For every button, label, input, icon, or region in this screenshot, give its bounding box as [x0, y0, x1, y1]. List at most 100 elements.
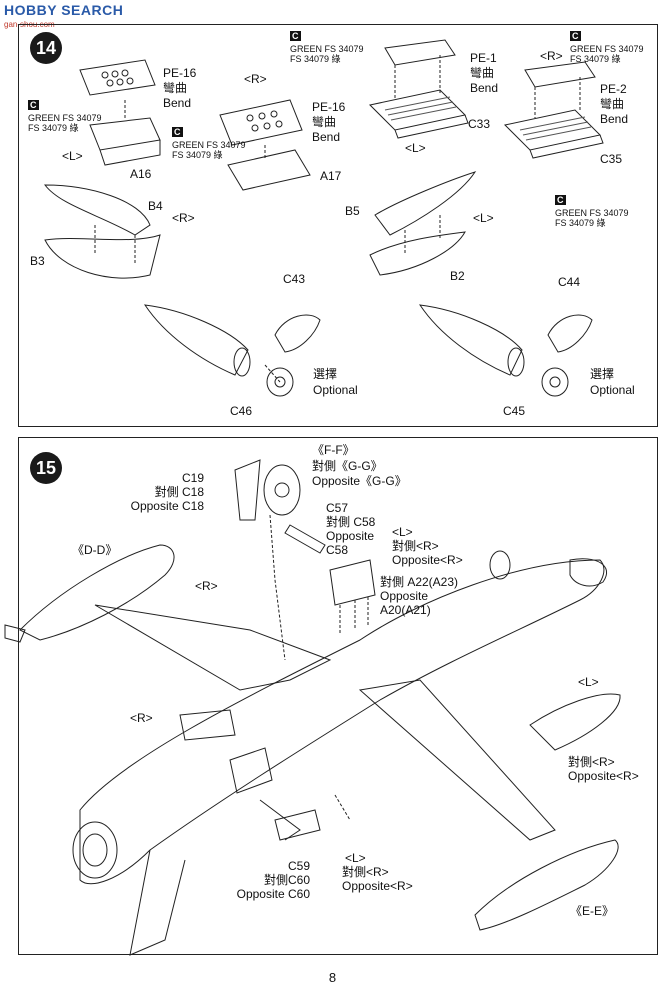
- tank-half-b3: [44, 234, 161, 279]
- callout-ee: 《E-E》: [570, 904, 615, 918]
- gear-door-c19: [234, 459, 261, 521]
- paint-name: GREEN FS 34079: [570, 44, 644, 54]
- callout-dd: 《D-D》: [72, 543, 118, 557]
- step14-number: 14: [30, 32, 62, 64]
- callout-ff-opp-en: Opposite《G-G》: [312, 474, 407, 488]
- tank-half-b2: [369, 231, 466, 276]
- cowl-right: [418, 304, 523, 376]
- pe16-plate-mid: [219, 99, 303, 146]
- main-wheel-ff: [263, 464, 301, 516]
- fuselage: [79, 559, 605, 885]
- wing-right: [358, 679, 556, 841]
- pe16-plate-left: [79, 59, 156, 96]
- nose-wheel: [489, 550, 511, 580]
- pe1-strip: [384, 39, 456, 66]
- part-c46: C46: [230, 404, 253, 418]
- right-mark-3: <R>: [172, 211, 195, 225]
- part-c59: C59: [287, 859, 310, 873]
- pe16-top-en: Bend: [163, 96, 192, 110]
- spinner-c43: [274, 314, 321, 353]
- step15-panel: [18, 437, 658, 955]
- callout-ff: 《F-F》: [312, 443, 355, 457]
- part-c45: C45: [503, 404, 526, 418]
- right-mark-1: <R>: [244, 72, 267, 86]
- tank-l-mark: <L>: [578, 675, 599, 689]
- part-b4: B4: [148, 199, 163, 213]
- part-a17: A17: [320, 169, 342, 183]
- paint-callout-top-left: C GREEN FS 34079 FS 34079 綠: [28, 95, 102, 133]
- spinner-c44: [547, 314, 593, 353]
- pe16-top-zh: 彎曲: [163, 81, 188, 95]
- part-c18-opp-en: Opposite C18: [130, 499, 204, 513]
- part-a20: A20(A21): [380, 603, 431, 617]
- tank-half-b4: [43, 184, 151, 236]
- tank-opp-en: Opposite<R>: [568, 769, 639, 783]
- strut-c57: [284, 524, 326, 554]
- part-c43: C43: [283, 272, 306, 286]
- part-c44: C44: [558, 275, 581, 289]
- tank-half-b5: [374, 171, 477, 236]
- part-c60-opp: 對側C60: [263, 873, 310, 887]
- part-c33: C33: [468, 117, 491, 131]
- left-mark-3: <L>: [473, 211, 494, 225]
- part-c58-opp-en: Opposite: [326, 529, 375, 543]
- left-mark-1: <L>: [62, 149, 83, 163]
- pe16-mid-zh: 彎曲: [312, 115, 337, 129]
- step15-number: 15: [30, 452, 62, 484]
- grille-panel-left: [179, 709, 236, 741]
- tail-plane: [259, 799, 301, 841]
- optional-right-en: Optional: [590, 383, 635, 397]
- wing-tank-left: [19, 544, 175, 641]
- paint-callout-mid: C GREEN FS 34079 FS 34079 綠: [172, 122, 246, 160]
- panel-l-opp-en: Opposite<R>: [392, 553, 463, 567]
- paint-code-box: C: [28, 100, 39, 110]
- radiator-c35: [503, 109, 602, 151]
- paint-name: GREEN FS 34079: [555, 208, 629, 218]
- right-mark-2: <R>: [540, 49, 563, 63]
- paint-alt: FS 34079 綠: [28, 123, 79, 133]
- part-c18-opp: 對側 C18: [154, 485, 204, 499]
- nose-spinner: [569, 558, 608, 587]
- grille-panel-center: [229, 747, 273, 794]
- left-r-mark: <R>: [130, 711, 153, 725]
- instrument-panel-a17: [227, 149, 311, 191]
- pe1-en: Bend: [470, 81, 499, 95]
- tank-opp-zh: 對側<R>: [568, 755, 615, 769]
- paint-name: GREEN FS 34079: [290, 44, 364, 54]
- step14-panel: [18, 24, 658, 427]
- part-a22-opp-en: Opposite: [380, 589, 429, 603]
- paint-alt: FS 34079 綠: [290, 54, 341, 64]
- panel-l-opp-zh: 對側<R>: [392, 539, 439, 553]
- tank-right: [529, 693, 621, 751]
- paint-callout-right-lower: C GREEN FS 34079 FS 34079 綠: [555, 190, 629, 228]
- paint-alt: FS 34079 綠: [570, 54, 621, 64]
- pe16-mid-en: Bend: [312, 130, 341, 144]
- engine-intake: [72, 821, 118, 879]
- flap-opp-zh: 對側<R>: [342, 865, 389, 879]
- part-a22-opp: 對側 A22(A23): [380, 575, 459, 589]
- part-c60-opp-en: Opposite C60: [236, 887, 310, 901]
- part-c57: C57: [326, 501, 349, 515]
- part-b2: B2: [450, 269, 465, 283]
- paint-callout-top-center: C GREEN FS 34079 FS 34079 綠: [290, 26, 364, 64]
- wing-left: [94, 604, 332, 691]
- cowl-left: [143, 304, 249, 376]
- part-c35: C35: [600, 152, 623, 166]
- flap-c58: [329, 559, 376, 606]
- paint-name: GREEN FS 34079: [28, 113, 102, 123]
- flap-opp-en: Opposite<R>: [342, 879, 413, 893]
- paint-code-box: C: [570, 31, 581, 41]
- part-c19: C19: [181, 471, 204, 485]
- pe2-zh: 彎曲: [600, 97, 625, 111]
- radiator-c33: [368, 89, 467, 131]
- pe1-part: PE-1: [470, 51, 497, 65]
- pe16-top-part: PE-16: [163, 66, 197, 80]
- paint-alt: FS 34079 綠: [555, 218, 606, 228]
- paint-code-box: C: [290, 31, 301, 41]
- paint-code-box: C: [555, 195, 566, 205]
- part-a16: A16: [130, 167, 152, 181]
- watermark-brand: HOBBY SEARCH: [4, 2, 124, 18]
- part-c58: C58: [326, 543, 349, 557]
- paint-name: GREEN FS 34079: [172, 140, 246, 150]
